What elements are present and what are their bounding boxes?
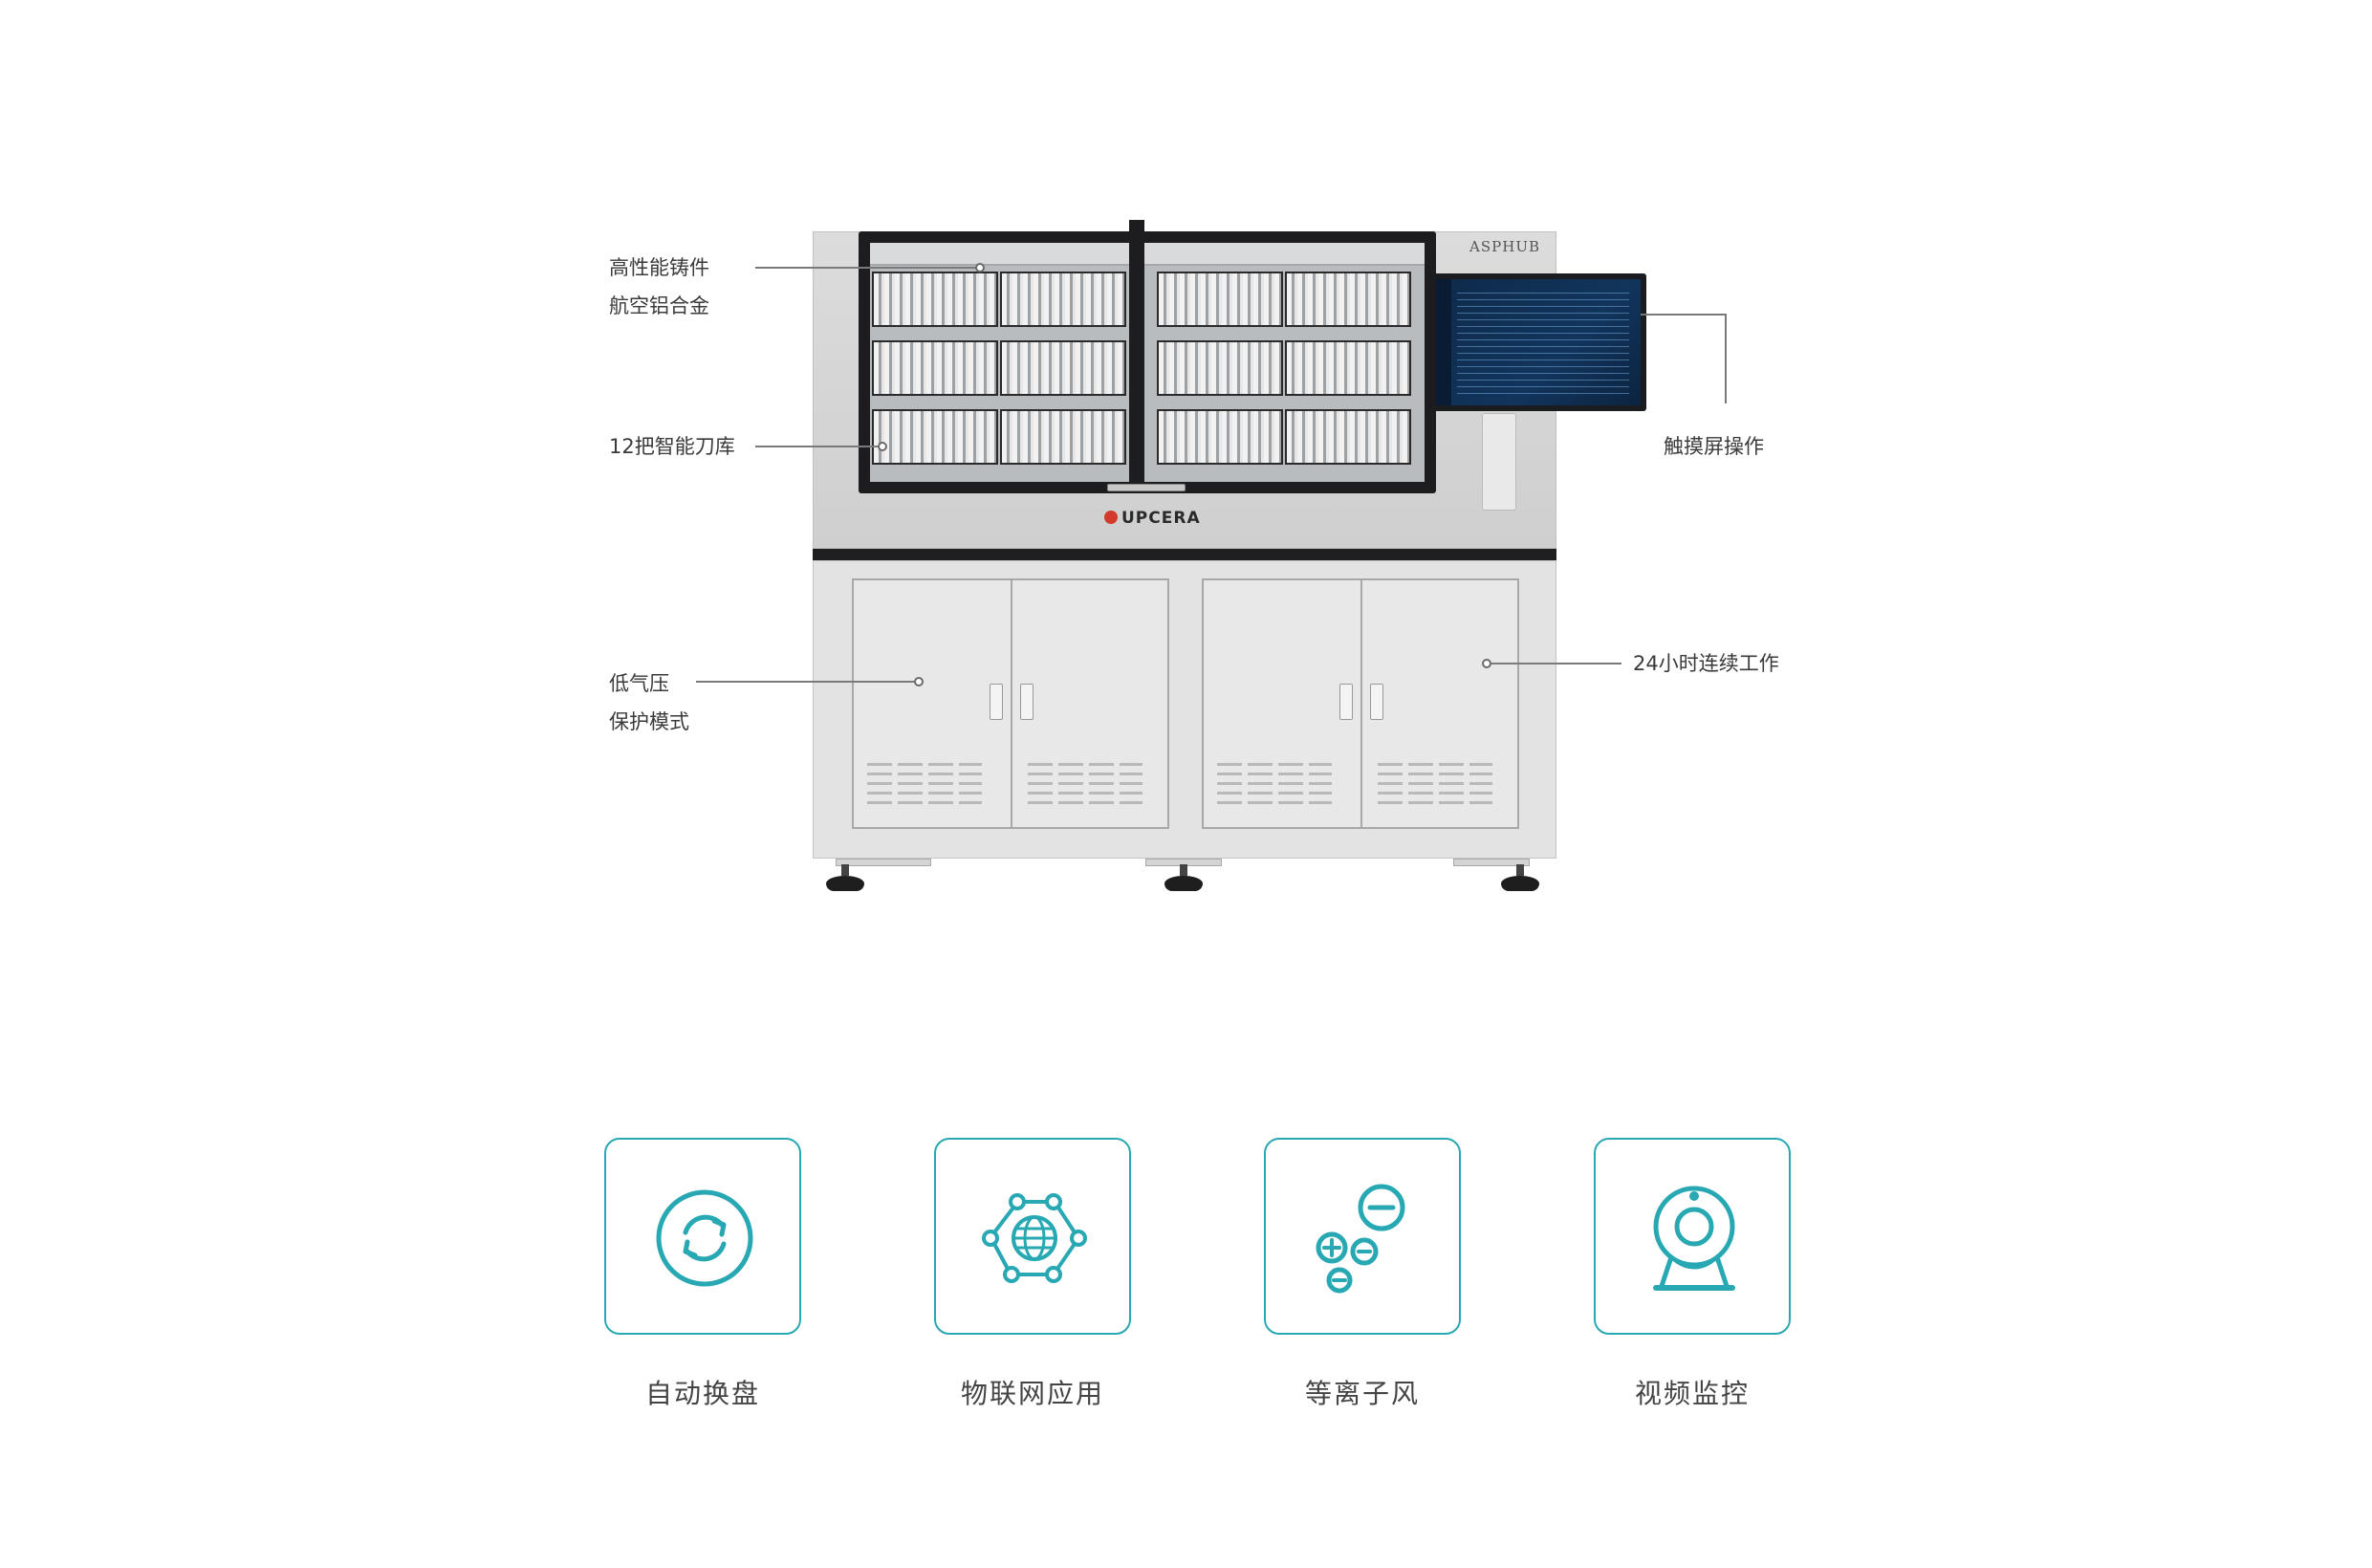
tool-row [870,405,1425,468]
feature-card-plasma [1264,1138,1461,1335]
leveling-foot [826,864,864,891]
callout-low-pressure: 低气压 保护模式 [609,664,689,741]
touch-screen [1430,273,1646,411]
model-label: ASPHUB [1469,238,1540,255]
cabinet-right [1202,578,1519,829]
leveling-foot [1501,864,1539,891]
vent-grille [1217,758,1332,808]
leader-line [696,681,916,683]
vent-grille [867,758,982,808]
leader-line [1641,314,1727,316]
cabinet-left [852,578,1169,829]
callout-casting: 高性能铸件 航空铝合金 [609,249,709,325]
callout-casting-line1: 高性能铸件 [609,256,709,279]
lock-icon [1339,684,1353,720]
base-plate [836,859,931,866]
screen-arm [1482,413,1516,511]
vent-grille [1378,758,1492,808]
leader-line [755,446,880,447]
auto-disc-change-icon [656,1189,753,1287]
callout-continuous: 24小时连续工作 [1633,652,1779,675]
tool-magazine [859,220,1436,493]
feature-label: 物联网应用 [960,1378,1104,1409]
iot-globe-network-icon [982,1193,1087,1283]
feature-label: 等离子风 [1304,1378,1420,1409]
center-post [1129,220,1144,493]
brand-mark-icon [1104,511,1118,524]
callout-low-pressure-line2: 保护模式 [609,710,689,733]
callout-dot [914,677,924,686]
leader-line [1725,314,1727,403]
vent-grille [1028,758,1142,808]
feature-card-iot [934,1138,1131,1335]
callout-dot [878,442,887,451]
lock-icon [1020,684,1034,720]
callout-magazine: 12把智能刀库 [609,435,735,458]
machine-lower-body [813,560,1556,859]
leader-line [755,267,977,269]
tool-row [870,337,1425,400]
brand-name: UPCERA [1121,509,1201,528]
tool-magazine-window [870,243,1425,482]
lock-icon [1370,684,1383,720]
video-camera-icon [1653,1186,1735,1291]
milling-machine-illustration: ASPHUB UPCERA [813,220,1646,891]
feature-label: 自动换盘 [644,1378,760,1409]
brand-logo: UPCERA [1104,509,1201,528]
feature-card-auto-disc-change [604,1138,801,1335]
callout-dot [975,263,985,272]
plasma-ion-icon [1316,1184,1405,1294]
feature-label: 视频监控 [1634,1378,1750,1409]
tool-row [870,268,1425,331]
base-plate [1453,859,1530,866]
lock-icon [990,684,1003,720]
callout-casting-line2: 航空铝合金 [609,294,709,317]
callout-dot [1482,659,1491,668]
callout-touchscreen: 触摸屏操作 [1664,435,1764,458]
feature-card-video [1594,1138,1791,1335]
leveling-foot [1164,864,1203,891]
callout-low-pressure-line1: 低气压 [609,672,669,695]
top-rail [870,243,1425,266]
magazine-handle [1107,484,1186,491]
divider-band [813,549,1556,560]
leader-line [1491,663,1621,664]
